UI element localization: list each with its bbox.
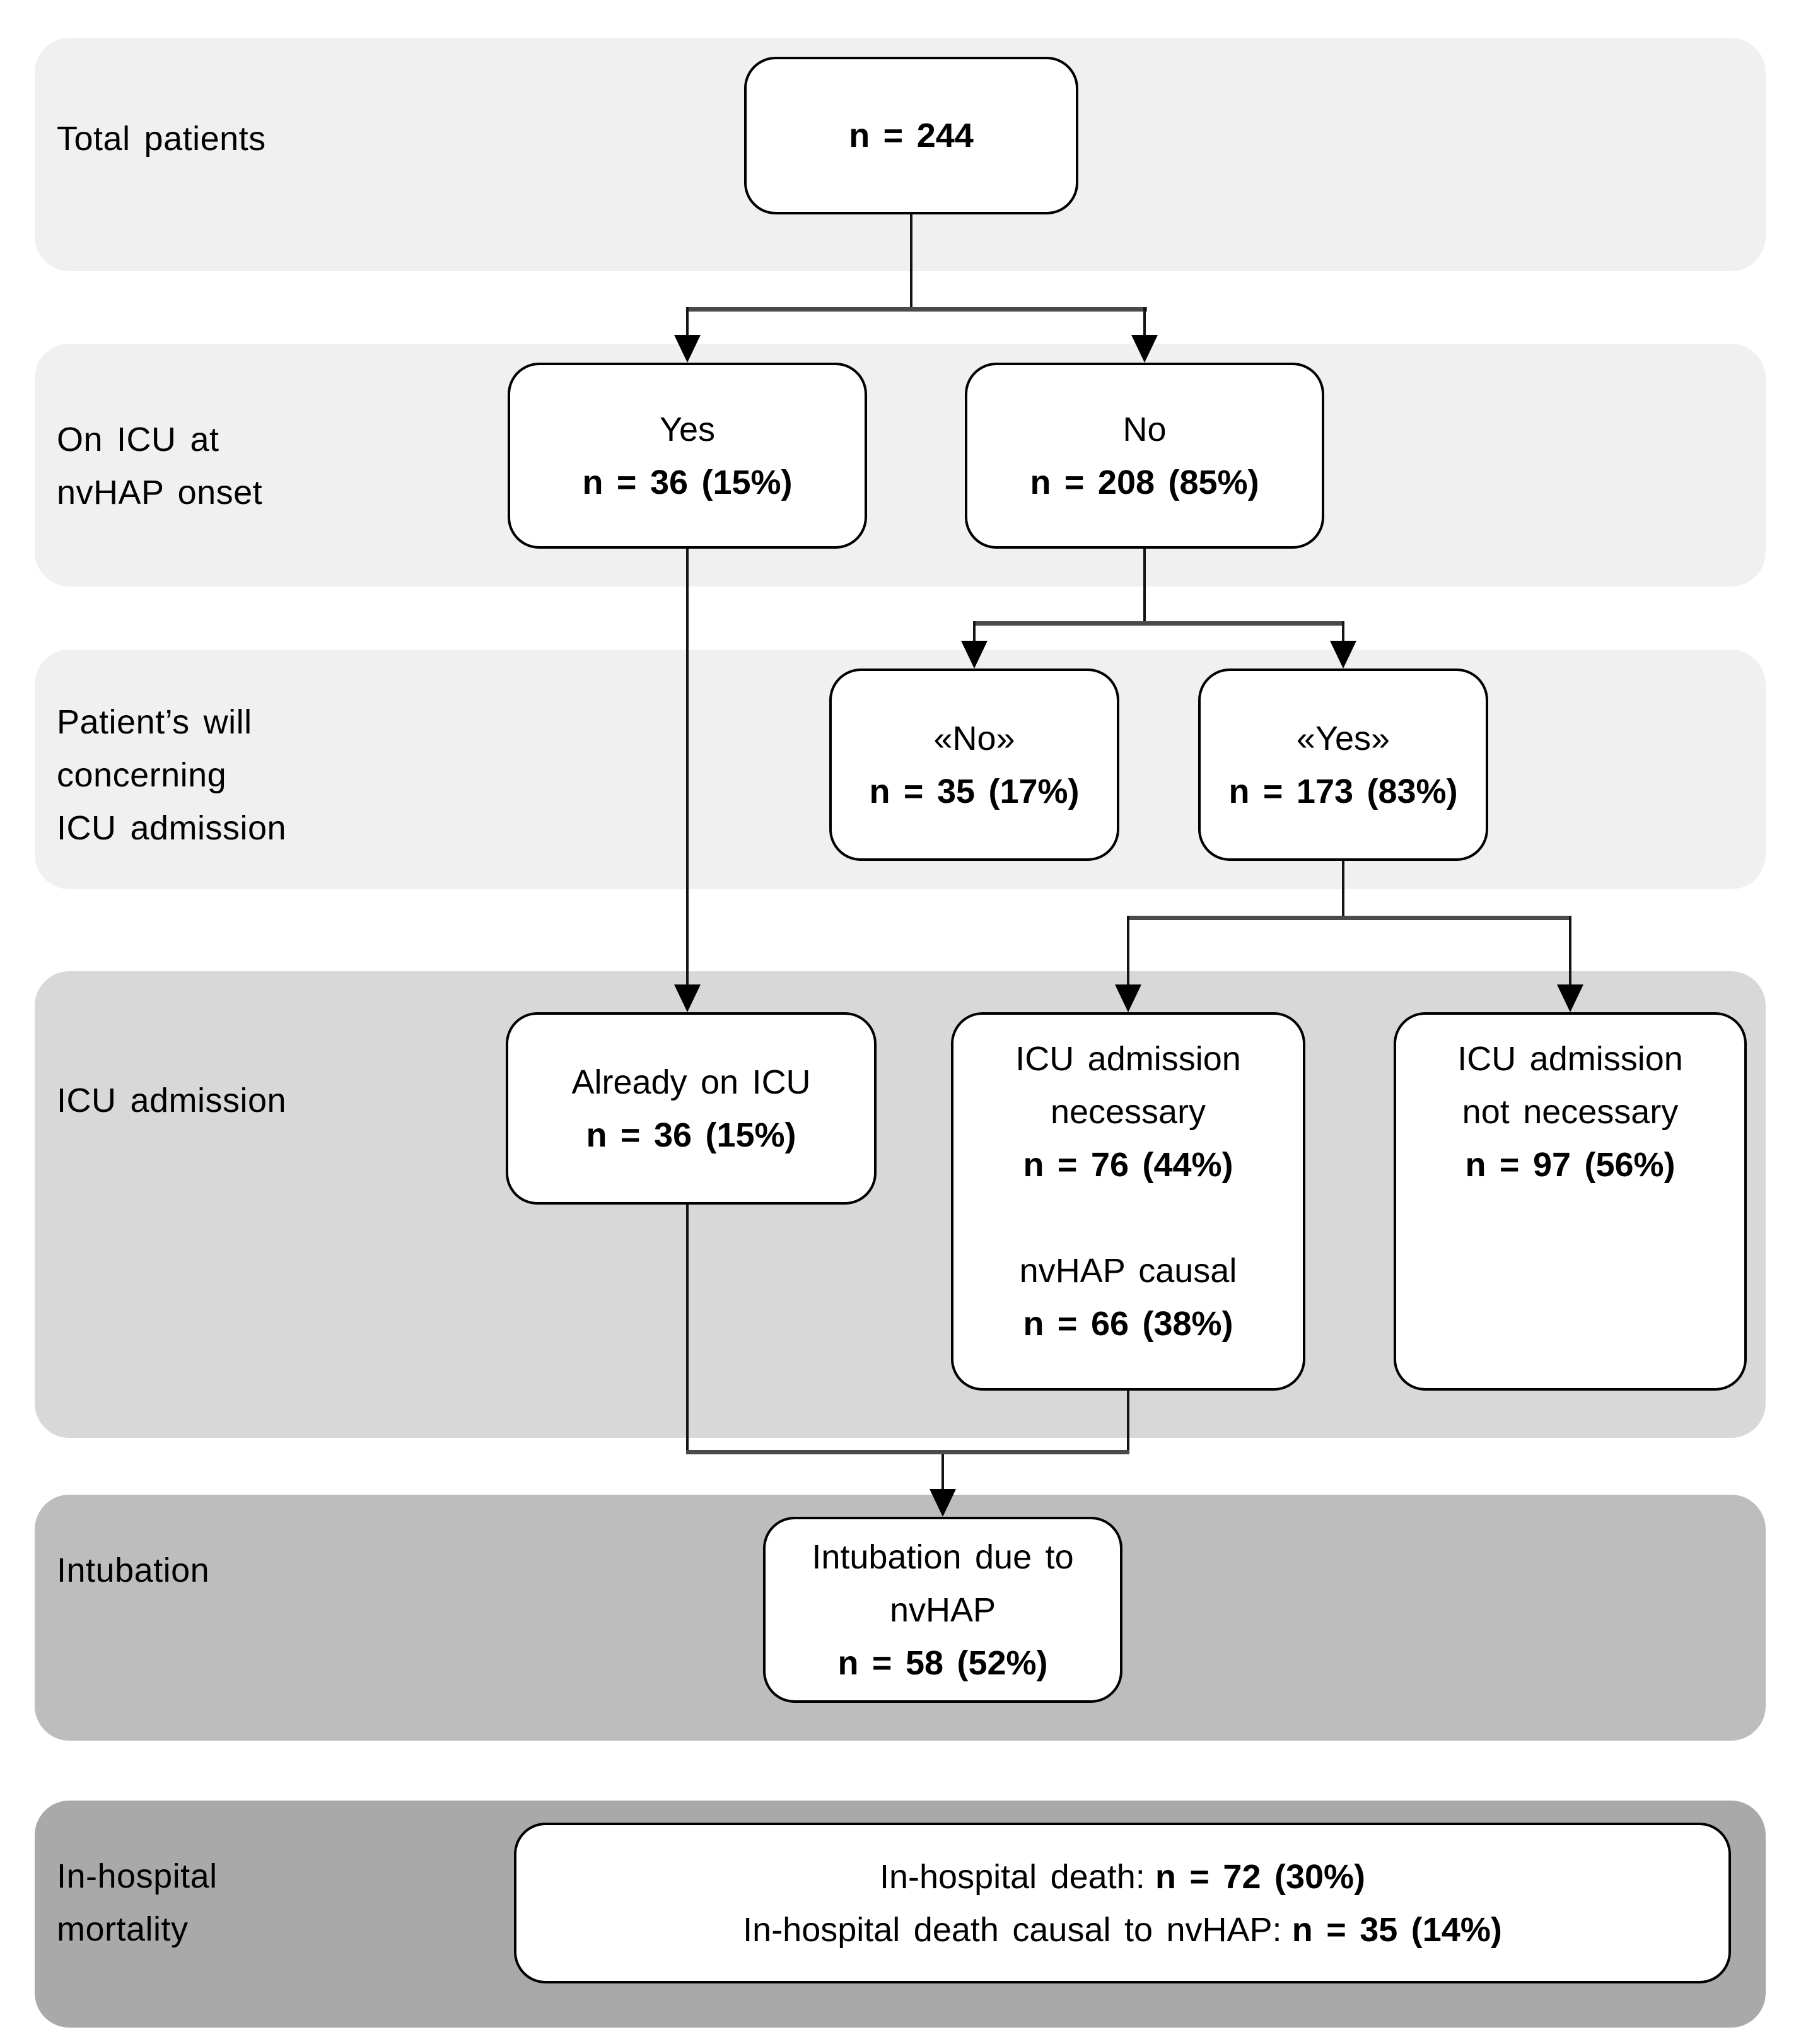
row-label-line: mortality (57, 1910, 189, 1948)
node-count: n = 36 (15%) (586, 1116, 796, 1154)
node-will-no: «No» n = 35 (17%) (829, 669, 1119, 861)
row-label-line: concerning (57, 756, 227, 794)
row-label-line: ICU admission (57, 809, 287, 847)
row-label-mortality: In-hospital mortality (57, 1850, 218, 1956)
node-label: nvHAP (889, 1591, 996, 1629)
connector-will-yes-down (1342, 861, 1344, 918)
node-label: In-hospital death: (879, 1857, 1145, 1896)
connector-to-yes (686, 307, 689, 337)
connector-merge (686, 1450, 1129, 1454)
band-on-icu-at-nvhap-onset (35, 344, 1766, 587)
connector-to-not-necessary (1569, 916, 1571, 986)
row-label-on-icu: On ICU at nvHAP onset (57, 413, 262, 519)
node-count: n = 58 (52%) (837, 1644, 1048, 1682)
connector-total-down (910, 214, 912, 309)
connector-split-1 (686, 307, 1147, 312)
connector-no-down (1143, 549, 1146, 624)
node-label: not necessary (1462, 1093, 1679, 1131)
node-count: n = 76 (44%) (1023, 1146, 1233, 1184)
row-label-icu-admission: ICU admission (57, 1074, 286, 1127)
node-intubation-due-to-nvhap: Intubation due to nvHAP n = 58 (52%) (763, 1517, 1122, 1703)
node-icu-admission-not-necessary: ICU admission not necessary n = 97 (56%) (1394, 1012, 1747, 1391)
node-on-icu-no: No n = 208 (85%) (965, 363, 1324, 549)
node-count: n = 72 (30%) (1155, 1857, 1366, 1896)
row-label-line: Patient’s will (57, 703, 252, 741)
connector-to-will-no (973, 621, 976, 643)
node-count: n = 97 (56%) (1465, 1146, 1676, 1184)
node-label: nvHAP causal (1019, 1252, 1237, 1290)
arrowhead-into-will-no (961, 641, 988, 669)
row-label-patients-will: Patient’s will concerning ICU admission (57, 696, 286, 855)
node-icu-admission-necessary: ICU admission necessary n = 76 (44%) nvH… (951, 1012, 1305, 1391)
row-label-line: Total patients (57, 120, 266, 158)
node-label: Intubation due to (812, 1538, 1074, 1576)
node-label: «Yes» (1296, 719, 1390, 757)
node-on-icu-yes: Yes n = 36 (15%) (508, 363, 867, 549)
node-count: n = 35 (14%) (1291, 1910, 1502, 1949)
node-count: n = 35 (17%) (869, 772, 1080, 810)
connector-split-3 (1127, 916, 1571, 920)
row-label-line: nvHAP onset (57, 474, 263, 511)
node-label: necessary (1050, 1093, 1206, 1131)
row-label-line: ICU admission (57, 1082, 287, 1119)
arrowhead-into-yes (674, 335, 701, 363)
node-total-patients: n = 244 (744, 57, 1078, 214)
node-count: n = 173 (83%) (1228, 772, 1458, 810)
node-count: n = 36 (15%) (582, 463, 793, 501)
row-label-total-patients: Total patients (57, 112, 266, 165)
connector-to-will-yes (1342, 621, 1344, 643)
connector-to-intubation (941, 1454, 944, 1491)
row-label-intubation: Intubation (57, 1544, 209, 1597)
arrowhead-into-already-on-icu (674, 984, 701, 1012)
connector-yes-to-already-on-icu (686, 549, 689, 986)
arrowhead-into-intubation (930, 1489, 956, 1517)
node-label: Yes (659, 410, 716, 448)
node-count: n = 208 (85%) (1030, 463, 1259, 501)
row-label-line: On ICU at (57, 421, 219, 458)
node-label: In-hospital death causal to nvHAP: (743, 1910, 1282, 1949)
connector-necessary-down (1127, 1391, 1129, 1454)
row-label-line: Intubation (57, 1551, 210, 1589)
node-label: Already on ICU (571, 1063, 811, 1101)
connector-to-necessary (1127, 916, 1129, 986)
node-already-on-icu: Already on ICU n = 36 (15%) (506, 1012, 877, 1205)
node-label: «No» (933, 719, 1015, 757)
node-mortality-line-1: In-hospital death: n = 72 (30%) (880, 1850, 1365, 1903)
node-will-yes: «Yes» n = 173 (83%) (1198, 669, 1488, 861)
arrowhead-into-no (1131, 335, 1158, 363)
connector-already-on-icu-down (686, 1205, 689, 1454)
row-label-line: In-hospital (57, 1857, 218, 1895)
node-mortality-line-2: In-hospital death causal to nvHAP:n = 35… (743, 1903, 1502, 1956)
node-count: n = 66 (38%) (1023, 1305, 1233, 1343)
node-label: ICU admission (1457, 1040, 1683, 1078)
node-count: n = 244 (849, 117, 974, 155)
arrowhead-into-will-yes (1330, 641, 1356, 669)
arrowhead-into-necessary (1115, 984, 1141, 1012)
connector-to-no (1143, 307, 1146, 337)
connector-split-2 (973, 621, 1344, 626)
node-in-hospital-mortality: In-hospital death: n = 72 (30%) In-hospit… (514, 1823, 1731, 1983)
node-label: No (1122, 410, 1167, 448)
node-label: ICU admission (1015, 1040, 1241, 1078)
arrowhead-into-not-necessary (1557, 984, 1583, 1012)
